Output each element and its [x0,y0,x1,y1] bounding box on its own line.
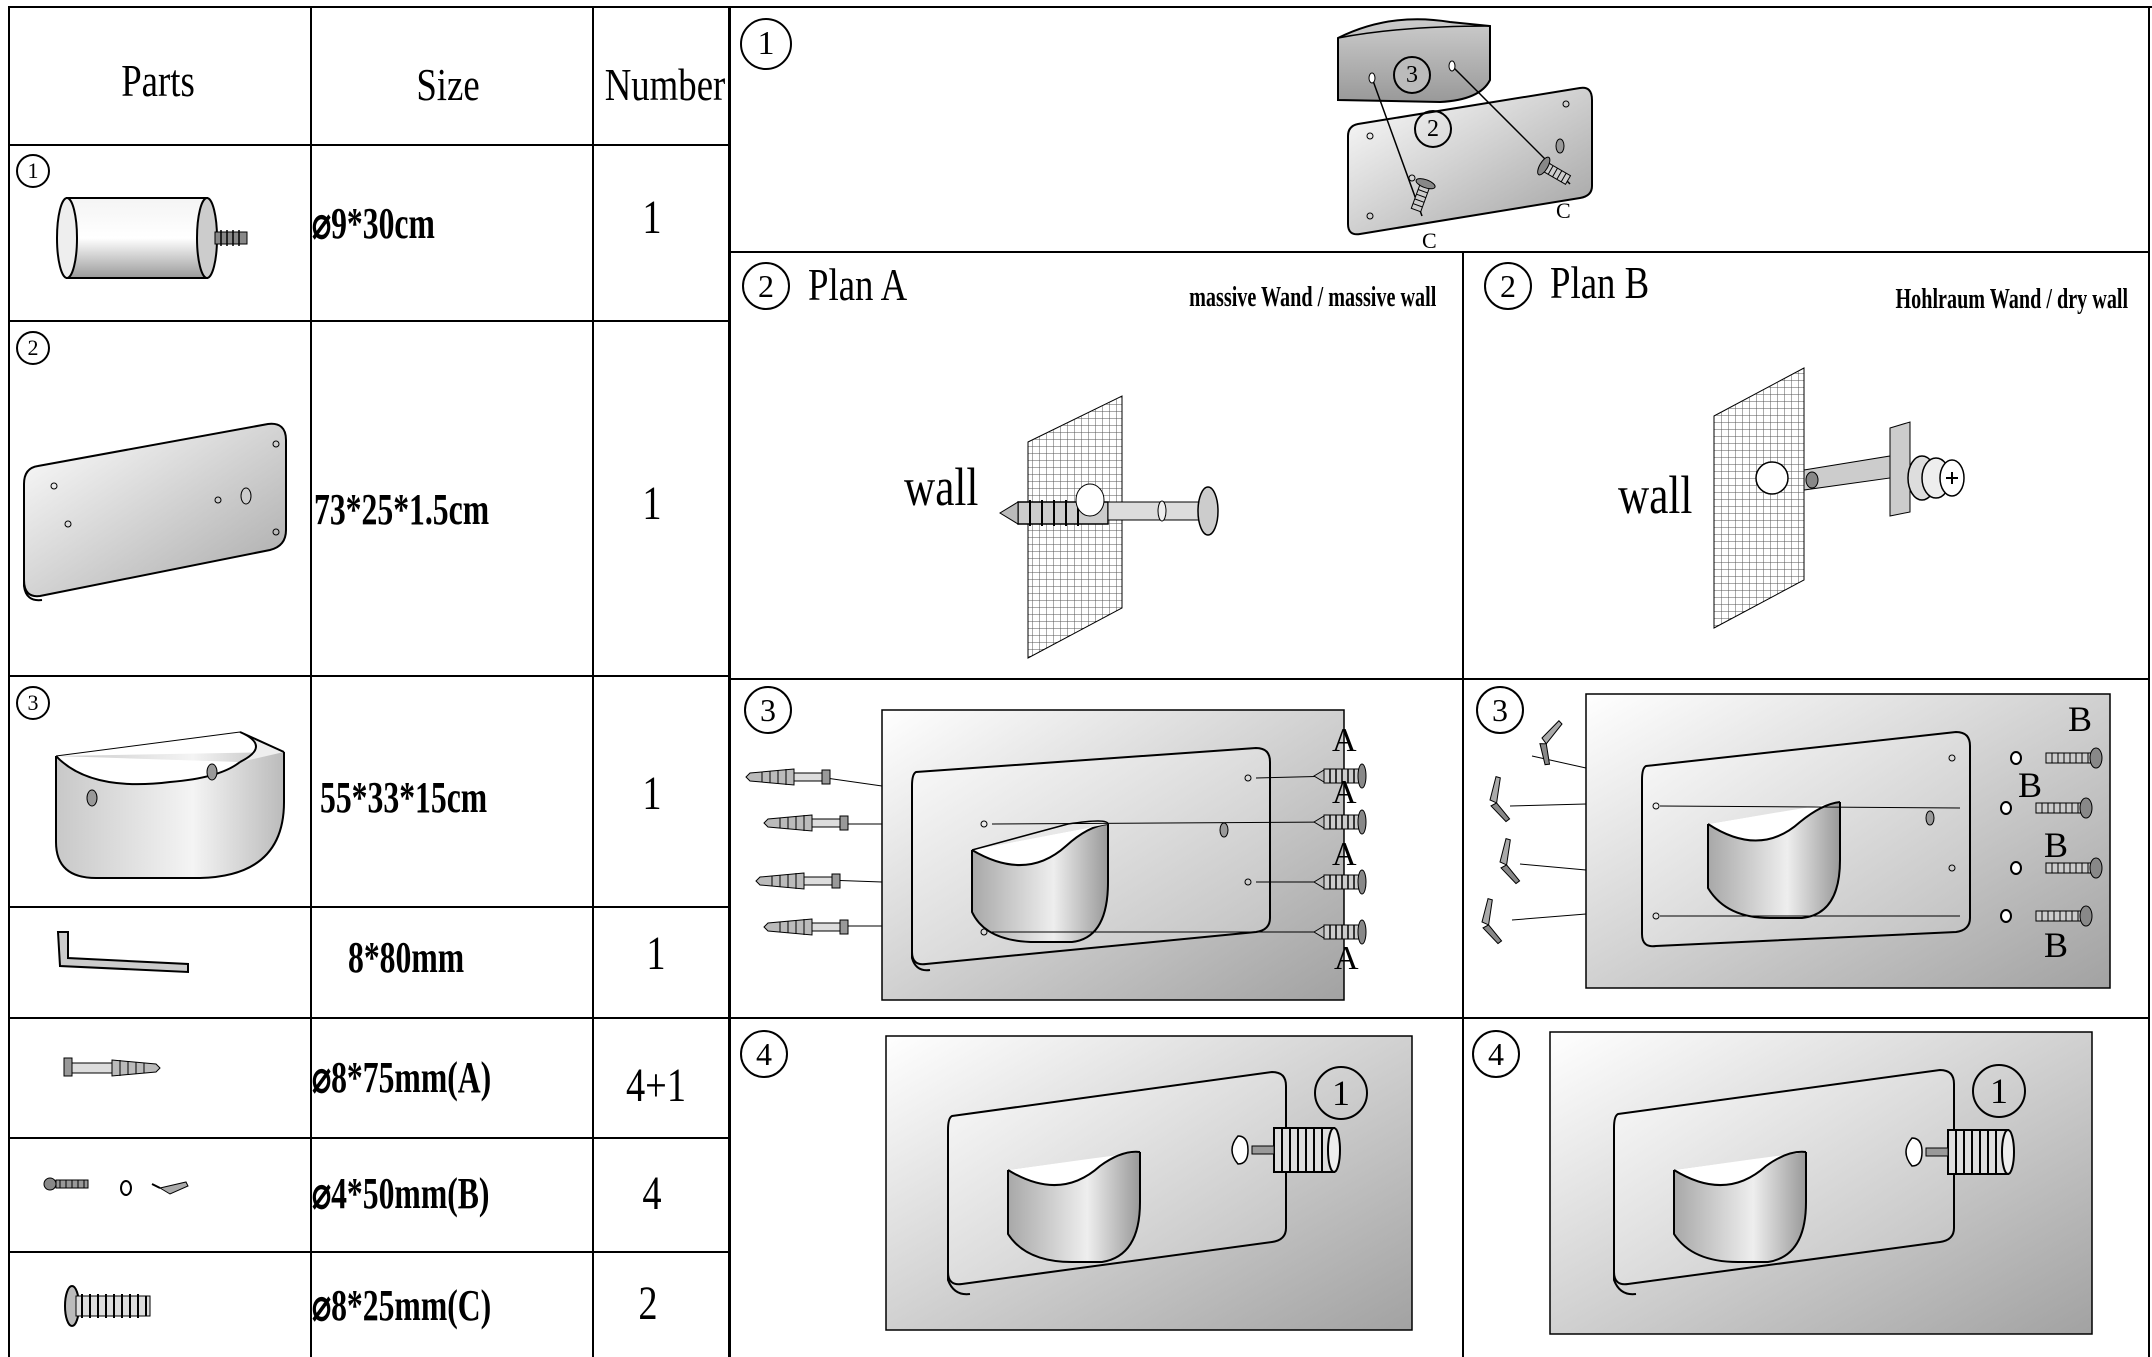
row-line [8,1017,730,1019]
step-3b-marker: 3 [1476,686,1524,734]
step-1-part-3-label: 3 [1393,56,1431,94]
step-divider [728,251,2150,253]
step-4a-part-marker: 1 [1314,1066,1368,1120]
step-3a-screw-label: A [1332,722,1357,759]
row-line [8,144,730,146]
step-3a-screw-label: A [1334,940,1359,977]
half-round-holder-icon [55,731,285,879]
col-divider-main [728,6,731,1357]
col-divider-size [310,6,312,1357]
plan-a-wall-note: massive Wand / massive wall [1188,282,1436,313]
size-wall-plate: 73*25*1.5cm [314,485,490,534]
number-wall-plate: 1 [642,477,662,530]
step-1-marker: 1 [740,18,792,70]
plan-b-wall-note: Hohlraum Wand / dry wall [1895,284,2128,315]
table-border-top [8,6,2152,8]
table-border-left [8,6,10,1357]
step-3a-illustration [745,709,1367,1001]
step-divider [728,678,2150,680]
wall-anchor-icon [63,1057,161,1077]
plan-b-marker: 2 [1484,262,1532,310]
toggle-bolt-icon [43,1177,189,1196]
plan-a-illustration [999,395,1219,659]
number-rod: 1 [642,191,662,244]
step-3a-screw-label: A [1332,774,1357,811]
size-anchor: ⌀8*75mm(A) [312,1053,492,1102]
step-1-screw-c-label: C [1422,228,1437,253]
row-line [8,1137,730,1139]
hex-key-icon [56,931,189,974]
part-marker-1: 1 [16,154,50,188]
size-toggle-bolt: ⌀4*50mm(B) [312,1169,490,1218]
step-4b-part-marker: 1 [1972,1064,2026,1118]
size-holder: 55*33*15cm [320,773,488,822]
step-3b-screw-label: B [2044,925,2069,965]
header-size: Size [416,59,480,110]
table-border-right [2148,6,2150,1357]
plan-b-title: Plan B [1550,257,1650,308]
plan-a-marker: 2 [742,262,790,310]
number-screw-c: 2 [638,1277,658,1330]
plan-b-wall-label: wall [1618,465,1693,525]
part-marker-2: 2 [16,331,50,365]
step-3b-illustration [1477,693,2111,989]
wall-plate-icon [23,422,287,602]
size-rod: ⌀9*30cm [312,199,435,248]
step-4b-marker: 4 [1472,1030,1520,1078]
col-divider-number [592,6,594,1357]
part-marker-3: 3 [16,686,50,720]
row-line [8,1251,730,1253]
step-3a-marker: 3 [744,686,792,734]
step-3b-screw-label: B [2044,825,2069,865]
row-line [8,906,730,908]
number-hex-key: 1 [646,927,666,980]
size-screw-c: ⌀8*25mm(C) [312,1281,492,1330]
size-hex-key: 8*80mm [348,933,465,982]
plan-a-title: Plan A [808,259,908,310]
step-1-screw-c-label-right: C [1556,198,1571,223]
step-4a-marker: 4 [740,1030,788,1078]
step-3b-screw-label: B [2068,699,2093,739]
number-holder: 1 [642,767,662,820]
step-4a-illustration [885,1035,1413,1331]
row-line [8,675,730,677]
header-number: Number [604,59,726,110]
plan-a-wall-label: wall [904,457,979,517]
col-divider-plans [1462,252,1464,1357]
plan-b-illustration [1713,367,1965,629]
number-toggle-bolt: 4 [642,1167,662,1220]
row-line [8,320,730,322]
number-anchor: 4+1 [625,1059,687,1112]
step-3a-screw-label: A [1332,836,1357,873]
screw-c-icon [64,1285,151,1327]
step-divider [728,1017,2150,1019]
step-3b-screw-label: B [2018,765,2043,805]
rod-part-icon [56,197,248,279]
header-parts: Parts [121,55,195,106]
step-1-part-2-label: 2 [1414,110,1452,148]
